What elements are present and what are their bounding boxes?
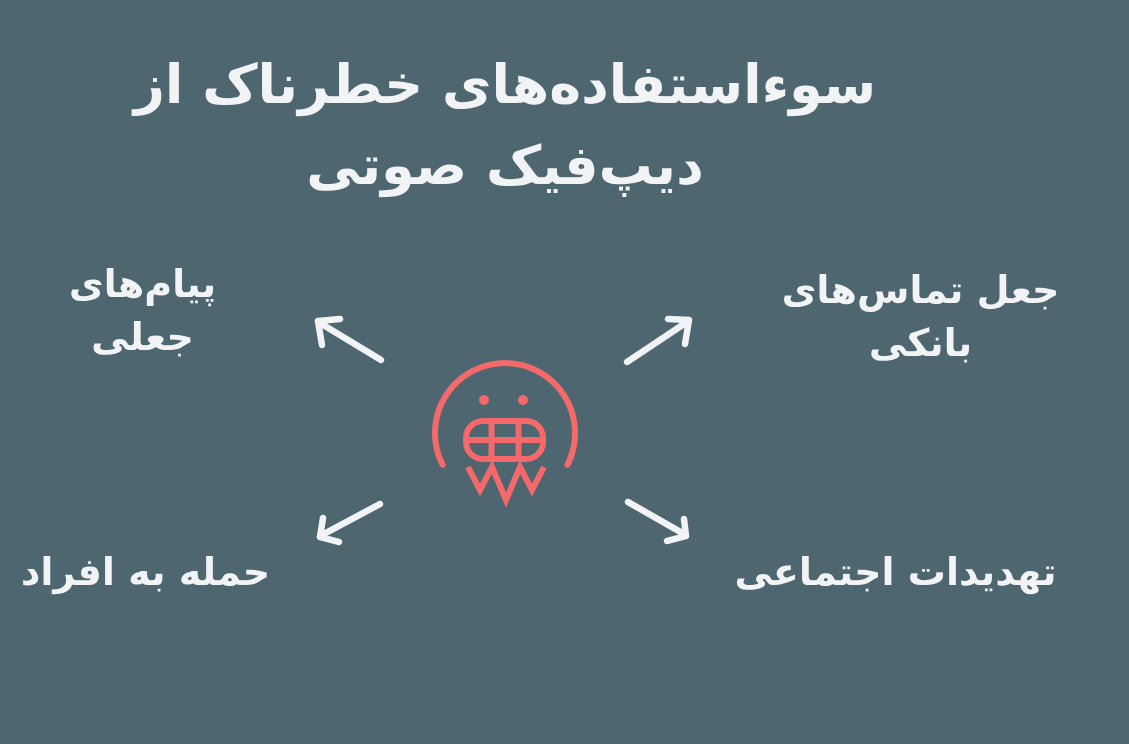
monster-eye-left-icon — [479, 395, 489, 405]
arrow-bottom-left-icon — [316, 500, 384, 546]
monster-eye-right-icon — [518, 395, 528, 405]
arrow-top-right-icon — [623, 315, 693, 366]
monster-face-icon — [432, 360, 578, 508]
label-fake-bank-calls: جعل تماس‌های بانکی — [781, 268, 1060, 366]
monster-head-outline — [432, 360, 578, 468]
monster-mouth-grid — [463, 418, 546, 462]
monster-teeth-zigzag — [465, 459, 547, 508]
page-title: سوءاستفاده‌های خطرناک از دیپ‌فیک صوتی — [133, 53, 877, 197]
label-social-threats: تهدیدات اجتماعی — [734, 550, 1057, 594]
label-attack-on-individuals: حمله به افراد — [20, 550, 271, 594]
arrow-bottom-right-icon — [624, 498, 690, 545]
label-fake-messages: پیام‌های جعلی — [68, 262, 217, 360]
arrow-top-left-icon — [314, 315, 385, 364]
